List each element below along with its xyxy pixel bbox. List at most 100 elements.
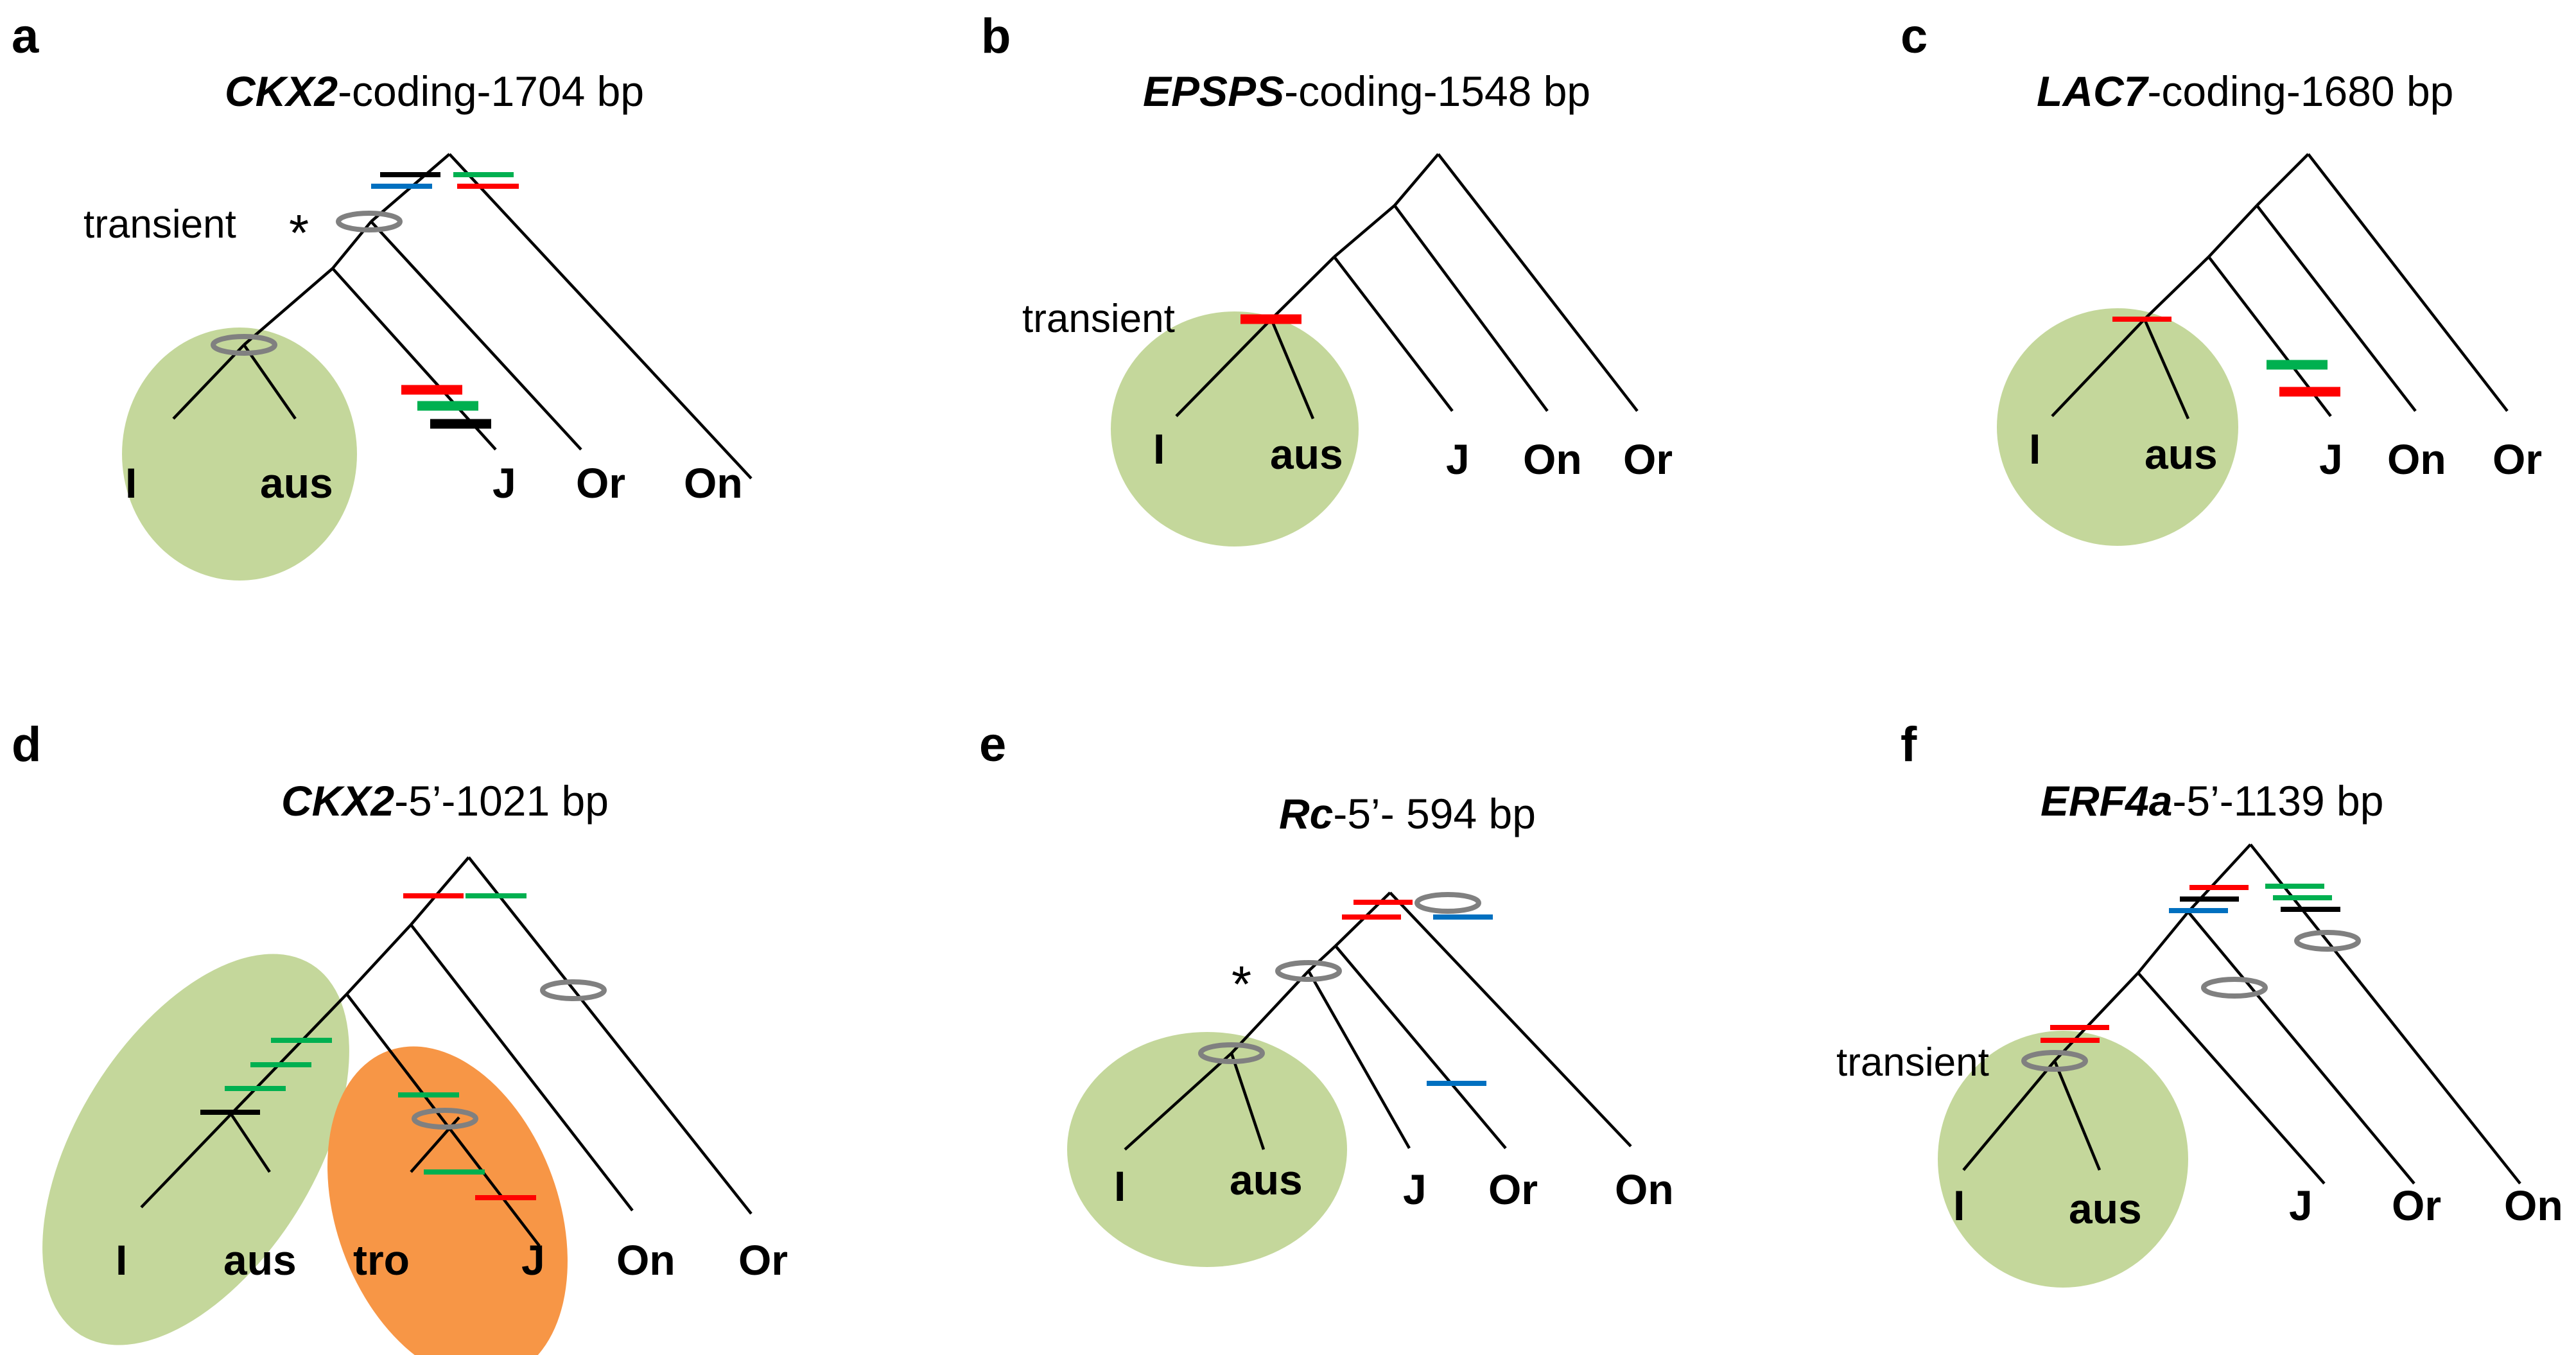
tip-label: I: [1114, 1162, 1126, 1210]
tip-labels: I aus J Or On: [125, 459, 743, 507]
recombination-oval: [2201, 977, 2268, 999]
panel-title: EPSPS-coding-1548 bp: [1143, 67, 1590, 115]
mutation-marks: [2112, 317, 2340, 397]
branch: [2143, 256, 2210, 320]
tip-label: I: [125, 459, 137, 507]
tip-label: aus: [1230, 1156, 1303, 1203]
tip-label: J: [492, 459, 516, 507]
mutation-marks: [2041, 884, 2340, 1043]
tip-label: J: [1403, 1166, 1427, 1213]
panel-a: a CKX2-coding-1704 bp transient *: [12, 9, 753, 581]
branch: [410, 923, 634, 1212]
tip-label: Or: [1488, 1166, 1538, 1213]
mutation-marks: [1342, 900, 1493, 1086]
branch: [243, 344, 297, 420]
clade-highlight-green: [1111, 311, 1359, 546]
branch: [230, 1113, 271, 1173]
region-length: -5’- 594 bp: [1333, 790, 1536, 837]
tree-branches: [1962, 843, 2521, 1185]
panel-title: Rc-5’- 594 bp: [1279, 790, 1536, 837]
branch: [1333, 204, 1396, 258]
region-length: -coding-1680 bp: [2147, 67, 2453, 115]
branch: [1230, 1053, 1266, 1150]
branch: [172, 344, 245, 420]
tip-labels: I aus J On Or: [1153, 425, 1673, 483]
recombination-oval: [2294, 930, 2361, 952]
branch: [1393, 153, 1440, 207]
transient-label: transient: [1836, 1040, 1989, 1085]
panel-c: c LAC7-coding-1680 bp I aus J On Or: [1901, 9, 2542, 546]
branch: [243, 267, 334, 346]
panel-letter: a: [12, 9, 39, 64]
clade-highlight-orange: [327, 1046, 568, 1355]
branch: [2256, 153, 2310, 207]
recombination-oval: [1275, 960, 1342, 982]
branch: [1307, 945, 1337, 972]
panel-d: d CKX2-5’-1021 bp I: [12, 717, 788, 1355]
branch: [2051, 318, 2146, 417]
panel-title: LAC7-coding-1680 bp: [2037, 67, 2453, 115]
branch: [2187, 911, 2415, 1185]
gene-name: LAC7: [2037, 67, 2150, 115]
gene-name: CKX2: [225, 67, 338, 115]
tip-label: I: [1153, 425, 1165, 473]
tip-label: aus: [2069, 1185, 2142, 1232]
mutation-marks: [371, 172, 519, 429]
branch: [345, 923, 412, 995]
tip-label: I: [116, 1236, 127, 1284]
asterisk-marker: *: [289, 204, 309, 261]
branch: [370, 220, 582, 451]
tip-label: J: [2319, 435, 2343, 483]
branch: [2053, 1060, 2102, 1171]
panel-letter: c: [1901, 9, 1928, 64]
tip-labels: I aus J On Or: [2029, 425, 2542, 483]
recombination-oval: [336, 211, 403, 232]
clade-highlight-green: [1938, 1031, 2188, 1288]
panel-title: CKX2-coding-1704 bp: [225, 67, 644, 115]
panel-title: CKX2-5’-1021 bp: [281, 777, 609, 825]
tip-labels: I aus tro J On Or: [116, 1236, 788, 1284]
tree-branches: [1175, 153, 1639, 419]
branch: [410, 856, 470, 926]
tip-label: I: [1953, 1182, 1965, 1229]
tip-label: On: [2387, 435, 2446, 483]
tip-labels: I aus J Or On: [1953, 1182, 2563, 1232]
panel-e: e Rc-5’- 594 bp * I aus J Or: [979, 717, 1674, 1267]
branch: [140, 993, 348, 1209]
branch: [1307, 970, 1411, 1150]
clade-highlight-green: [1067, 1032, 1347, 1267]
branch: [1124, 1052, 1233, 1151]
gene-name: ERF4a: [2041, 777, 2172, 825]
branch: [2137, 911, 2189, 974]
branch: [1269, 319, 1315, 419]
branch: [2187, 843, 2252, 913]
tip-label: On: [2504, 1182, 2563, 1229]
tip-label: Or: [576, 459, 625, 507]
tip-label: J: [1446, 435, 1470, 483]
branch: [1333, 256, 1454, 412]
tip-labels: I aus J Or On: [1114, 1156, 1674, 1213]
branch: [1393, 204, 1549, 412]
branch: [1389, 891, 1632, 1148]
branch: [2143, 319, 2190, 419]
recombination-oval: [412, 1108, 478, 1130]
tip-label: Or: [2493, 435, 2542, 483]
branch: [467, 856, 753, 1215]
tree-branches: [172, 153, 753, 480]
branch: [2256, 204, 2417, 412]
tip-label: On: [1523, 435, 1582, 483]
gene-name: EPSPS: [1143, 67, 1284, 115]
panel-b: b EPSPS-coding-1548 bp transient I aus J…: [981, 9, 1673, 546]
branch: [1334, 945, 1507, 1150]
mutation-marks: [200, 893, 536, 1200]
tip-label: J: [521, 1236, 545, 1284]
asterisk-marker: *: [1231, 956, 1251, 1013]
tip-label: J: [2289, 1182, 2313, 1229]
panel-letter: f: [1901, 717, 1917, 772]
clade-highlight-green: [122, 328, 357, 581]
panel-letter: b: [981, 9, 1011, 64]
transient-label: transient: [83, 202, 236, 247]
tip-label: aus: [223, 1236, 297, 1284]
recombination-oval: [540, 979, 607, 1001]
